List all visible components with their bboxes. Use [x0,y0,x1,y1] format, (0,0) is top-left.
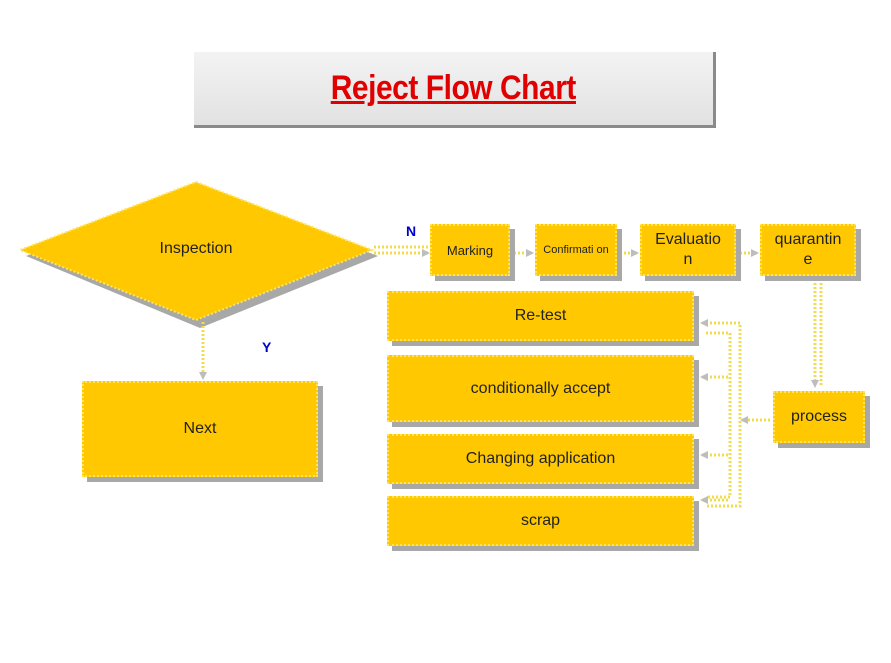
node-evaluation-label: Evaluatio n [655,231,721,268]
node-changing-application: Changing application [387,434,694,484]
title-banner: Reject Flow Chart [194,52,716,128]
node-retest: Re-test [387,291,694,341]
node-next-label: Next [183,420,217,437]
node-confirmation: Confirmati on [535,224,617,276]
node-scrap-label: scrap [520,512,561,529]
node-evaluation: Evaluatio n [640,224,736,276]
page-title: Reject Flow Chart [330,69,577,107]
connector-bus-outer [706,321,742,508]
node-conditionally-accept: conditionally accept [387,355,694,422]
node-marking-label: Marking [446,242,494,258]
node-scrap: scrap [387,496,694,546]
inspection-label: Inspection [159,240,233,257]
node-quarantine-label: quarantin e [774,231,842,268]
node-retest-label: Re-test [514,307,567,324]
branch-label-no: N [406,223,417,239]
node-process: process [773,391,865,443]
inspection-diamond [17,180,375,322]
node-quarantine: quarantin e [760,224,856,276]
node-conditionally-accept-label: conditionally accept [470,379,611,397]
node-next: Next [82,381,318,477]
connector-bus-inner [706,331,732,499]
branch-label-yes: Y [262,339,272,355]
node-process-label: process [790,408,848,425]
node-changing-application-label: Changing application [465,450,616,467]
node-confirmation-label: Confirmati on [543,244,609,256]
node-marking: Marking [430,224,510,276]
